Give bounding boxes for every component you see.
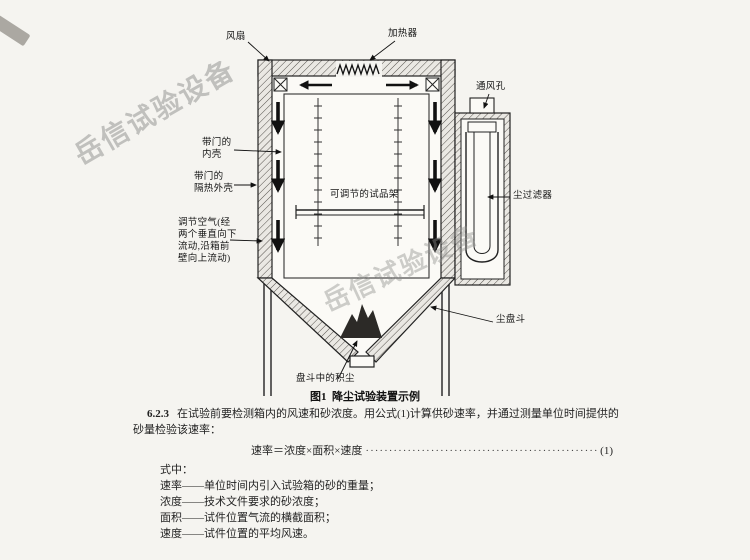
formula-leader-dots: ········································… (365, 445, 597, 457)
label-fan: 风扇 (226, 32, 246, 42)
definition-term: 浓度 (160, 496, 182, 508)
definition-desc: 试件位置气流的横截面积； (204, 512, 336, 524)
dust-pile (340, 304, 382, 338)
definition-dash: —— (182, 512, 204, 524)
definition-dash: —— (182, 480, 204, 492)
label-specimen-rack: 可调节的试品架 (330, 190, 399, 200)
definition-desc: 试件位置的平均风速。 (204, 528, 314, 540)
chamber-legs (263, 280, 450, 396)
specimen-shelf (295, 205, 425, 219)
figure-caption: 图1 降尘试验装置示例 (310, 391, 420, 403)
definition-row: 面积——试件位置气流的横截面积； (160, 510, 625, 526)
heater-element (336, 61, 382, 77)
definition-row: 速率——单位时间内引入试验箱的砂的重量； (160, 478, 625, 494)
fan-symbols (273, 77, 440, 92)
label-dust-filter: 尘过滤器 (513, 191, 553, 201)
section-number: 6.2.3 (147, 408, 169, 420)
definition-row: 浓度——技术文件要求的砂浓度； (160, 494, 625, 510)
chamber-interior (272, 76, 441, 356)
label-heater: 加热器 (388, 29, 418, 39)
label-vent-hole: 通风孔 (476, 82, 506, 92)
definition-term: 速率 (160, 480, 182, 492)
dust-filter-unit (454, 97, 511, 286)
label-dust-in-hopper: 盘斗中的积尘 (296, 374, 355, 384)
channel-flow-arrows (270, 102, 443, 253)
definition-dash: —— (182, 496, 204, 508)
leader-lines (229, 40, 510, 380)
definition-term: 面积 (160, 512, 182, 524)
formula-row: 速率＝浓度×面积×速度 ····························… (251, 443, 613, 459)
label-dust-hopper: 尘盘斗 (496, 315, 526, 325)
label-outer-shell: 带门的 隔热外壳 (194, 172, 234, 194)
formula-number: (1) (600, 445, 613, 457)
specimen-rods (314, 98, 402, 246)
formula-text: 速率＝浓度×面积×速度 (251, 445, 363, 457)
definition-desc: 技术文件要求的砂浓度； (204, 496, 325, 508)
definition-term: 速度 (160, 528, 182, 540)
label-air-adjust: 调节空气(经 两个垂直向下 流动,沿箱前 壁向上流动) (178, 218, 237, 264)
definition-dash: —— (182, 528, 204, 540)
paragraph-text: 在试验前要检测箱内的风速和砂浓度。用公式(1)计算供砂速率，并通过测量单位时间提… (133, 408, 619, 436)
label-inner-shell: 带门的 内壳 (202, 138, 232, 160)
definition-row: 速度——试件位置的平均风速。 (160, 526, 625, 542)
where-label: 式中： (160, 464, 193, 476)
definition-desc: 单位时间内引入试验箱的砂的重量； (204, 480, 380, 492)
